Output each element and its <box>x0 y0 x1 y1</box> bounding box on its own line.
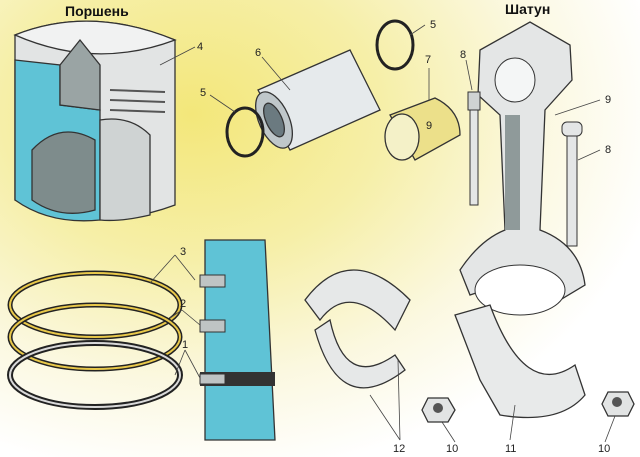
callout-bolt-left: 8 <box>460 49 466 61</box>
circlip-left <box>225 106 265 158</box>
callout-circlip-left: 5 <box>200 87 206 99</box>
piston-pin <box>255 49 381 151</box>
callout-rod-cap: 11 <box>505 443 516 455</box>
nut-left <box>421 397 456 423</box>
callout-bolt-right: 8 <box>605 144 611 156</box>
bolt-left <box>467 91 481 206</box>
connecting-rod <box>459 21 586 316</box>
ring-groove-section <box>199 239 276 441</box>
callout-nut-left: 10 <box>446 443 458 455</box>
callout-ring-oil: 1 <box>182 339 188 351</box>
rod-cap <box>454 304 586 419</box>
callout-pin: 6 <box>255 47 261 59</box>
nut-right <box>601 391 635 417</box>
piston-rings <box>7 270 183 410</box>
callout-ring-top: 3 <box>180 246 186 258</box>
callout-bushing: 7 <box>425 54 431 66</box>
bolt-right <box>561 121 583 247</box>
circlip-right <box>375 19 415 71</box>
callout-bearing-shells: 12 <box>393 443 405 455</box>
conrod-title: Шатун <box>505 1 550 17</box>
bearing-shells <box>304 269 411 389</box>
piston <box>13 20 177 222</box>
callout-nut-right: 10 <box>598 443 610 455</box>
callout-rod-body: 9 <box>605 94 611 106</box>
bushing <box>384 97 461 161</box>
callout-piston: 4 <box>197 41 203 53</box>
callout-circlip-right: 5 <box>430 19 436 31</box>
bushing-mark: 9 <box>426 120 432 132</box>
piston-title: Поршень <box>65 3 129 19</box>
callout-ring-middle: 2 <box>180 298 186 310</box>
